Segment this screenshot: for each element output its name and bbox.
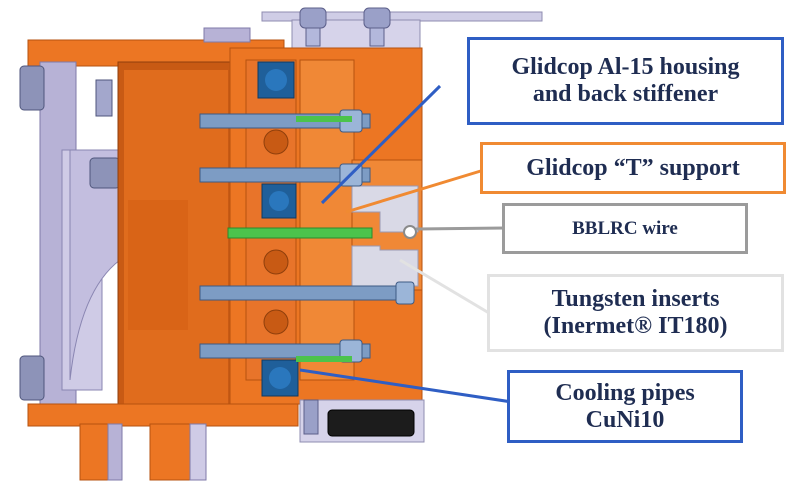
callout-tungsten-line1: Tungsten inserts: [551, 286, 720, 313]
bblrc-wire: [403, 225, 417, 239]
callout-housing-line2: and back stiffener: [532, 81, 719, 107]
left-support-plates: [19, 61, 121, 409]
cooling-pipe-channels: [257, 61, 299, 397]
callout-bblrc-label: BBLRC wire: [572, 217, 678, 239]
callout-housing: Glidcop Al-15 housing and back stiffener: [467, 37, 784, 125]
bottom-flange: [27, 403, 299, 481]
callout-cooling-line1: Cooling pipes: [555, 379, 695, 406]
callout-leader-lines: [299, 84, 513, 404]
callout-bblrc-wire: BBLRC wire: [502, 203, 748, 254]
callout-housing-line1: Glidcop Al-15 housing: [511, 54, 740, 81]
callout-t-support: Glidcop “T” support: [480, 142, 786, 194]
housing-bore-holes: [263, 129, 289, 335]
bottom-mounting-bracket: [299, 399, 425, 443]
tungsten-inserts: [351, 185, 419, 287]
callout-tungsten-line2: (Inermet® IT180): [543, 313, 728, 339]
callout-cooling-pipes: Cooling pipes CuNi10: [507, 370, 743, 443]
callout-tungsten-inserts: Tungsten inserts (Inermet® IT180): [487, 274, 784, 352]
clamping-bolts: [199, 109, 415, 363]
green-cooling-lines: [227, 116, 373, 362]
callout-t-support-label: Glidcop “T” support: [526, 154, 740, 181]
callout-cooling-line2: CuNi10: [585, 406, 665, 433]
